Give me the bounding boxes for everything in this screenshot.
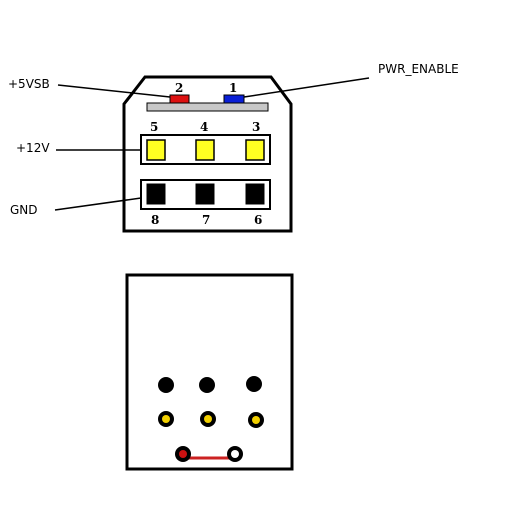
leader-line-gnd (54, 197, 142, 211)
signal-labels: +5VSB PWR_ENABLE +12V GND (8, 62, 459, 217)
pin-5-12v (146, 139, 166, 161)
pin-4-12v (195, 139, 215, 161)
pin-number-3: 3 (252, 120, 260, 134)
leader-line-5vsb (57, 84, 171, 98)
label-pwr-enable: PWR_ENABLE (378, 62, 459, 76)
label-12v: +12V (16, 141, 50, 155)
rear-pin-gnd-right (246, 376, 262, 392)
connector-front-view: 2 1 5 4 3 8 7 6 (122, 75, 293, 233)
label-5vsb: +5VSB (8, 77, 50, 91)
pin-number-5: 5 (150, 120, 158, 134)
pin-8-gnd (146, 183, 166, 205)
key-strip (146, 102, 269, 112)
rear-pin-pwr-enable (227, 446, 243, 462)
pin-6-gnd (245, 183, 265, 205)
pin-3-12v (245, 139, 265, 161)
pin-number-7: 7 (202, 213, 210, 227)
pin-number-8: 8 (151, 213, 159, 227)
pin-number-1: 1 (229, 81, 237, 95)
pin-7-gnd (195, 183, 215, 205)
rear-pin-12v-middle (200, 411, 216, 427)
rear-pin-12v-right (248, 412, 264, 428)
rear-pin-gnd-middle (199, 377, 215, 393)
pin-number-4: 4 (200, 120, 208, 134)
pin-number-6: 6 (254, 213, 262, 227)
connector-rear-view (125, 273, 294, 471)
pin-number-2: 2 (175, 81, 183, 95)
label-gnd: GND (10, 203, 38, 217)
leader-line-pwr-enable (243, 77, 370, 98)
rear-housing-outline (125, 273, 294, 471)
pin-1-pwr-enable (223, 94, 245, 104)
rear-pin-gnd-left (158, 377, 174, 393)
rear-pin-5vsb (175, 446, 191, 462)
pin-2-5vsb (169, 94, 190, 104)
rear-pin-12v-left (158, 411, 174, 427)
